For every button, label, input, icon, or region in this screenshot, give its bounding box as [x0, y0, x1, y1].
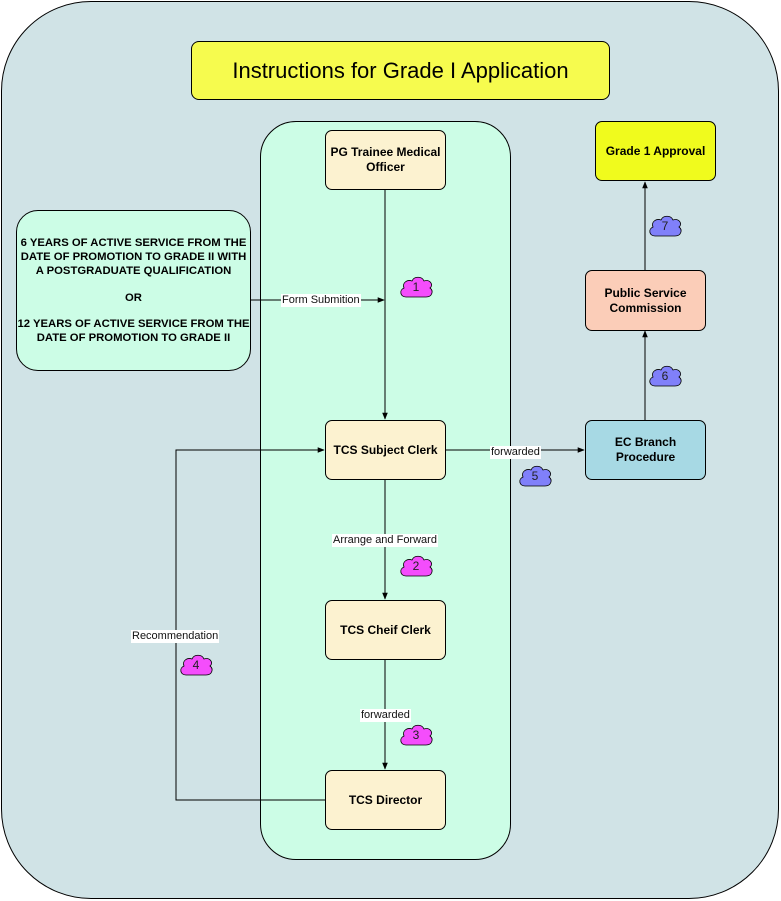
cloud-icon: [400, 724, 433, 746]
step-number-5: 5: [531, 469, 539, 483]
requirement-12-years: 12 YEARS OF ACTIVE SERVICE FROM THE DATE…: [17, 317, 250, 344]
step-number-7: 7: [661, 219, 669, 233]
cloud-icon: [180, 654, 213, 676]
cloud-icon: [649, 365, 682, 387]
step-number-4: 4: [192, 658, 200, 672]
cloud-icon: [400, 276, 433, 298]
requirement-or: OR: [125, 291, 142, 304]
cloud-icon: [519, 465, 552, 487]
step-badge-6: 6: [646, 363, 684, 389]
label-forwarded-chief-director: forwarded: [360, 709, 411, 722]
step-number-2: 2: [412, 559, 420, 573]
cloud-icon: [400, 555, 433, 577]
requirement-6-years: 6 YEARS OF ACTIVE SERVICE FROM THE DATE …: [20, 237, 247, 278]
node-public-service-commission: Public Service Commission: [585, 270, 706, 331]
step-number-3: 3: [412, 728, 420, 742]
step-number-1: 1: [412, 280, 420, 294]
node-chief-clerk: TCS Cheif Clerk: [325, 600, 446, 660]
label-forwarded-subject-ec: forwarded: [490, 446, 541, 459]
node-pg-trainee: PG Trainee Medical Officer: [325, 130, 446, 190]
node-ec-branch: EC Branch Procedure: [585, 420, 706, 480]
edge-director-to-subject-clerk: [175, 447, 325, 801]
node-grade1-approval: Grade 1 Approval: [595, 121, 716, 181]
label-form-submission: Form Submition: [281, 294, 361, 307]
step-badge-1: 1: [397, 274, 435, 300]
label-arrange-forward: Arrange and Forward: [332, 534, 438, 547]
step-number-6: 6: [661, 369, 669, 383]
cloud-icon: [649, 215, 682, 237]
label-recommendation: Recommendation: [131, 630, 220, 643]
page-title: Instructions for Grade I Application: [191, 41, 610, 100]
node-subject-clerk: TCS Subject Clerk: [325, 420, 446, 480]
eligibility-requirements-box: 6 YEARS OF ACTIVE SERVICE FROM THE DATE …: [16, 210, 251, 371]
step-badge-7: 7: [646, 213, 684, 239]
step-badge-4: 4: [177, 652, 215, 678]
node-director: TCS Director: [325, 770, 446, 830]
step-badge-3: 3: [397, 722, 435, 748]
step-badge-5: 5: [516, 463, 554, 489]
step-badge-2: 2: [397, 553, 435, 579]
